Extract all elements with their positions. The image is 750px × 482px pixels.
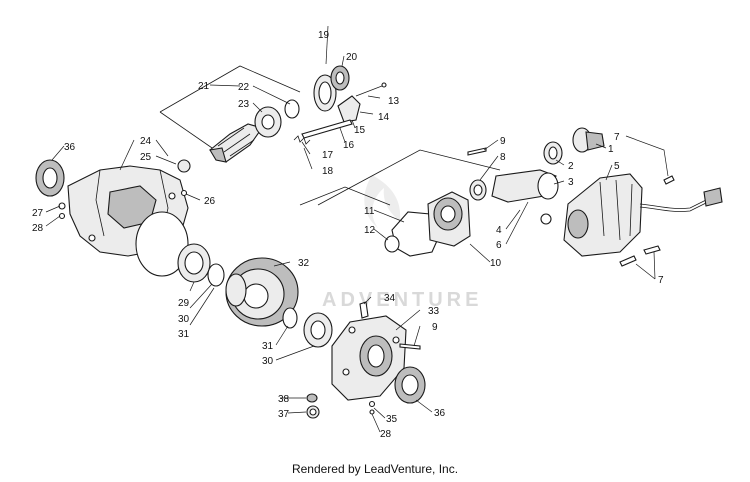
housing-10	[427, 191, 471, 247]
callout-10: 10	[490, 258, 502, 269]
callout-36-right: 36	[434, 408, 446, 419]
ring-gear-32	[225, 257, 299, 327]
callout-1: 1	[608, 144, 614, 155]
callout-6: 6	[496, 240, 502, 251]
watermark-text: ADVENTURE	[322, 289, 482, 311]
bearing-23	[254, 106, 282, 138]
callout-7-upper: 7	[614, 132, 620, 143]
bearing-2	[543, 141, 563, 165]
callout-31-right: 31	[262, 341, 274, 352]
group-bracket-21-top	[159, 65, 301, 113]
group-bracket-10-top	[317, 149, 501, 206]
seal-36-left	[35, 159, 65, 197]
callout-31-left: 31	[178, 329, 190, 340]
spring-17	[293, 135, 311, 145]
shift-fork-15	[337, 82, 387, 123]
actuator-5	[563, 173, 643, 257]
callout-21: 21	[198, 81, 210, 92]
group-bracket-21-left	[159, 111, 216, 151]
callout-20: 20	[346, 52, 358, 63]
wire-harness	[639, 187, 723, 212]
callout-12: 12	[364, 225, 376, 236]
callout-24: 24	[140, 136, 152, 147]
plug-27	[58, 202, 66, 210]
callout-25: 25	[140, 152, 152, 163]
callout-30-left: 30	[178, 314, 190, 325]
callout-37: 37	[278, 409, 290, 420]
plug-38	[306, 393, 318, 403]
callouts: 19 20 21 22 23 13 14 15 16 17 18 24 25 2…	[32, 30, 664, 440]
shim-31-right	[282, 307, 298, 329]
callout-9-upper: 9	[500, 136, 506, 147]
screw-7-upper	[663, 175, 675, 185]
bearing-29	[177, 243, 211, 283]
callout-33: 33	[428, 306, 440, 317]
o-ring-4	[540, 213, 552, 225]
shift-rod-16	[301, 119, 353, 139]
callout-14: 14	[378, 112, 390, 123]
washer-28-left	[58, 212, 66, 220]
callout-17: 17	[322, 150, 334, 161]
seal-36-right	[394, 366, 426, 404]
callout-36-left: 36	[64, 142, 76, 153]
breather-34	[359, 301, 369, 319]
callout-28-left: 28	[32, 223, 44, 234]
pinion-gear	[209, 123, 263, 163]
screw-7-lower-b	[643, 245, 661, 255]
gasket-11	[391, 211, 441, 257]
washer-35	[368, 400, 376, 408]
screw-7-lower	[619, 255, 637, 267]
callout-29: 29	[178, 298, 190, 309]
shim-30-left	[207, 263, 225, 287]
callout-19: 19	[318, 30, 330, 41]
washer-28-right	[369, 409, 375, 415]
render-credit: Rendered by LeadVenture, Inc.	[291, 462, 459, 476]
callout-27: 27	[32, 208, 44, 219]
callout-30-right: 30	[262, 356, 274, 367]
spacer-22	[284, 99, 300, 119]
callout-16: 16	[343, 140, 355, 151]
snap-ring-12	[384, 235, 400, 253]
callout-13: 13	[388, 96, 400, 107]
callout-23: 23	[238, 99, 250, 110]
callout-15: 15	[354, 125, 366, 136]
callout-28-right: 28	[380, 429, 392, 440]
callout-3: 3	[568, 177, 574, 188]
bolt-9-upper	[467, 147, 487, 156]
callout-8: 8	[500, 152, 506, 163]
pin-26	[180, 189, 188, 197]
callout-9-lower: 9	[432, 322, 438, 333]
retainer-3	[537, 172, 559, 200]
bearing-8	[469, 179, 487, 201]
seal-20	[330, 65, 350, 91]
bearing-race-19	[313, 74, 337, 112]
callout-34: 34	[384, 293, 396, 304]
callout-5: 5	[614, 161, 620, 172]
bearing-25	[177, 159, 191, 173]
bearing-30-right	[303, 312, 333, 348]
callout-4: 4	[496, 225, 502, 236]
watermark-flame-icon	[364, 175, 401, 228]
bolt-9-lower	[399, 343, 421, 350]
callout-35: 35	[386, 414, 398, 425]
callout-32: 32	[298, 258, 310, 269]
leader-lines	[45, 25, 669, 433]
cover-33	[331, 315, 407, 401]
callout-38: 38	[278, 394, 290, 405]
plug-37	[306, 405, 320, 419]
callout-11: 11	[364, 206, 375, 217]
callout-22: 22	[238, 82, 250, 93]
group-bracket-10-bottom	[299, 186, 391, 206]
o-ring-housing	[135, 211, 189, 277]
coupler-1	[572, 127, 605, 153]
callout-26: 26	[204, 196, 216, 207]
callout-18: 18	[322, 166, 334, 177]
callout-7-lower: 7	[658, 275, 664, 286]
callout-2: 2	[568, 161, 574, 172]
